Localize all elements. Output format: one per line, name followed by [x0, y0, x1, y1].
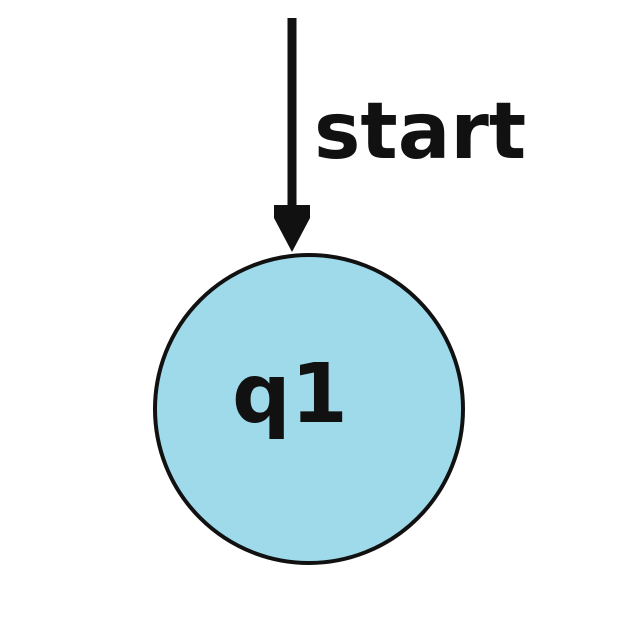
state-q1-circle[interactable]: [153, 253, 465, 565]
start-arrow: [274, 18, 310, 252]
start-arrowhead-icon: [274, 205, 310, 252]
state-q1-label: q1: [232, 347, 348, 442]
start-label: start: [314, 87, 526, 177]
state-q1[interactable]: q1: [153, 253, 465, 565]
